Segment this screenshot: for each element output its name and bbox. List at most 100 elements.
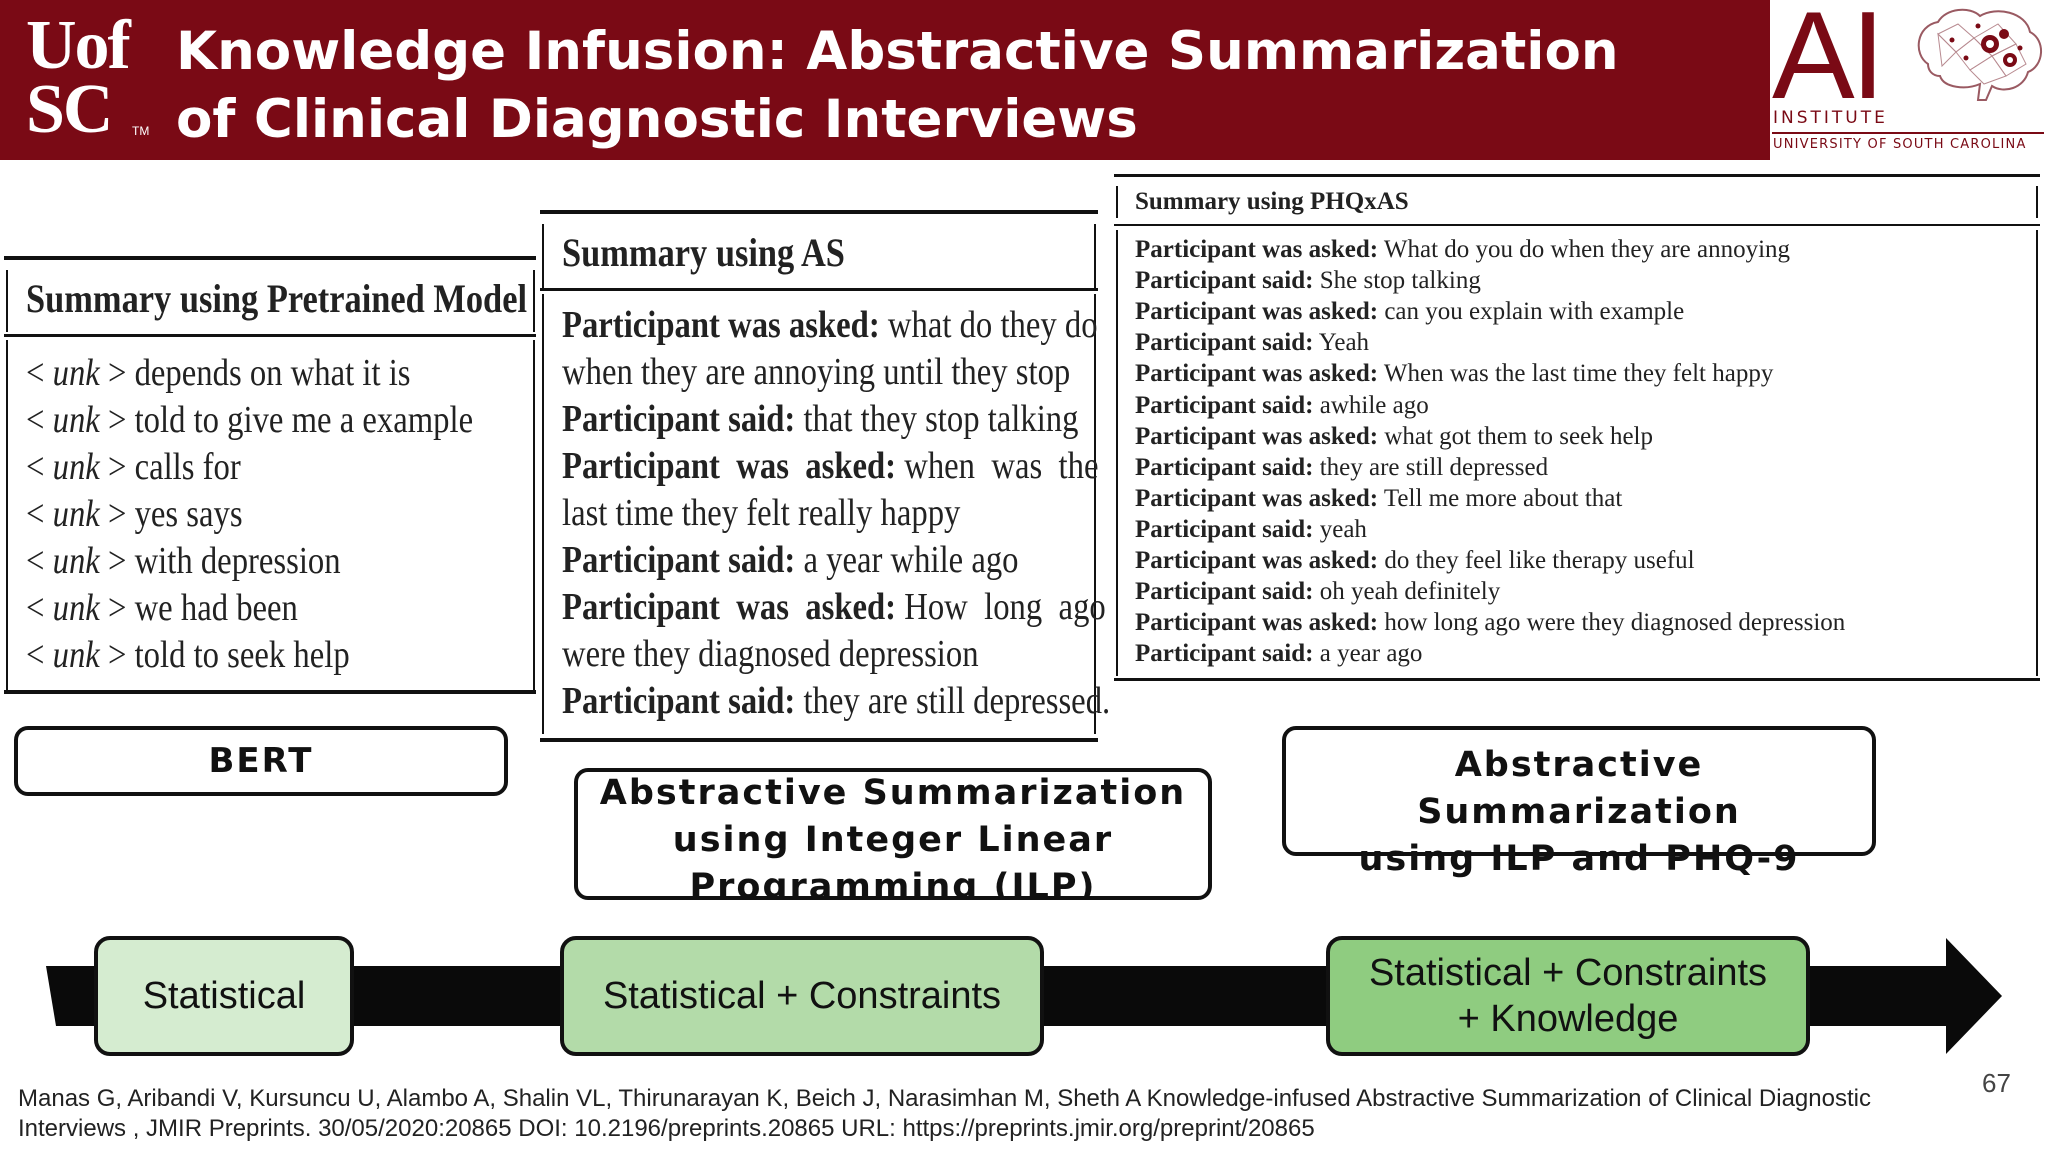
ilp-label-line-3: Programming (ILP) xyxy=(689,867,1097,900)
line-text: what do they do xyxy=(887,304,1098,346)
line-text: What do you do when they are annoying xyxy=(1383,236,1791,263)
line-text: a year while ago xyxy=(803,539,1019,581)
speaker-label: Participant was asked: xyxy=(562,304,880,346)
row-text: we had been xyxy=(134,587,298,629)
table-line: Participant was asked: How long ago xyxy=(562,584,1106,630)
table-line: Participant said: She stop talking xyxy=(1135,265,1481,296)
table-bottom-rule xyxy=(1114,678,2040,681)
table-line: Participant said: Yeah xyxy=(1135,327,1369,358)
table-bottom-rule xyxy=(4,690,536,694)
bert-label: BERT xyxy=(14,726,508,796)
stage-knowledge-label-line-1: Statistical + Constraints xyxy=(1368,952,1768,994)
line-text: Yeah xyxy=(1318,329,1370,357)
line-text: what got them to seek help xyxy=(1384,422,1654,450)
brain-gears-icon xyxy=(1917,8,2042,101)
speaker-label: Participant said: xyxy=(562,680,796,722)
line-text: that they stop talking xyxy=(803,398,1079,440)
table-header-rule xyxy=(1114,224,2040,226)
speaker-label: Participant said: xyxy=(1135,329,1314,357)
row-text: told to give me a example xyxy=(134,399,474,441)
table-row: < unk > told to seek help xyxy=(26,634,350,676)
line-text: When was the last time they felt happy xyxy=(1383,360,1774,388)
speaker-label: Participant said: xyxy=(1135,267,1314,295)
logo-line-2: SC xyxy=(26,71,113,148)
table-row: < unk > depends on what it is xyxy=(26,352,411,394)
speaker-label: Participant was asked: xyxy=(1135,360,1379,388)
uofsc-logo-text: Uof SC xyxy=(26,7,156,148)
phq-label-line-1: Abstractive Summarization xyxy=(1417,745,1741,832)
table-line: when they are annoying until they stop xyxy=(562,349,1070,395)
page-number: 67 xyxy=(1982,1068,2011,1098)
phq-label: Abstractive Summarization using ILP and … xyxy=(1282,726,1876,879)
ai-logo-institute: INSTITUTE xyxy=(1773,108,1888,128)
speaker-label: Participant was asked: xyxy=(1135,236,1379,263)
table-left-rule xyxy=(6,270,8,332)
table-line: were they diagnosed depression xyxy=(562,631,979,677)
line-text: do they feel like therapy useful xyxy=(1384,547,1695,574)
speaker-label: Participant was asked: xyxy=(1135,422,1379,450)
table-line: last time they felt really happy xyxy=(562,490,960,536)
table-line: Participant said: a year ago xyxy=(1135,638,1422,669)
line-text: yeah xyxy=(1319,515,1367,543)
unknown-token: unk xyxy=(52,352,100,394)
table-right-rule xyxy=(533,270,535,332)
logo-trademark: TM xyxy=(132,124,150,138)
table-left-rule xyxy=(1116,230,1118,676)
table-line: Participant said: that they stop talking xyxy=(562,396,1078,442)
ai-logo-letters: AI xyxy=(1772,0,1885,125)
slide-title: Knowledge Infusion: Abstractive Summariz… xyxy=(176,18,1726,154)
speaker-label: Participant said: xyxy=(1135,391,1314,419)
speaker-label: Participant said: xyxy=(1135,578,1314,606)
table-line: Participant said: oh yeah definitely xyxy=(1135,576,1500,607)
table-line: Participant said: awhile ago xyxy=(1135,390,1429,421)
unknown-token: unk xyxy=(52,587,100,629)
table-right-rule xyxy=(1094,224,1096,288)
table-row: < unk > yes says xyxy=(26,493,243,535)
stage-statistical-label: Statistical xyxy=(142,975,306,1017)
line-text: when they are annoying until they stop xyxy=(562,351,1071,393)
line-text: a year ago xyxy=(1319,640,1423,668)
table-right-rule xyxy=(533,340,535,690)
table-line: Participant was asked: do they feel like… xyxy=(1135,545,1695,576)
line-text: when was the xyxy=(904,445,1099,487)
stage-statistical: Statistical xyxy=(94,936,354,1056)
unknown-token: unk xyxy=(52,493,100,535)
speaker-label: Participant said: xyxy=(562,539,796,581)
table-row: < unk > with depression xyxy=(26,540,341,582)
logo-line-1: Uof xyxy=(26,7,131,84)
line-text: they are still depressed. xyxy=(803,680,1111,722)
table-right-rule xyxy=(2036,186,2038,218)
speaker-label: Participant said: xyxy=(562,398,796,440)
speaker-label: Participant was asked: xyxy=(1135,298,1379,326)
ilp-label-line-1: Abstractive Summarization xyxy=(599,773,1187,813)
speaker-label: Participant said: xyxy=(1135,515,1314,543)
table-right-rule xyxy=(2036,230,2038,676)
speaker-label: Participant said: xyxy=(1135,453,1314,481)
table-row: < unk > told to give me a example xyxy=(26,399,474,441)
line-text: they are still depressed xyxy=(1319,453,1549,481)
table-left-rule xyxy=(542,224,544,288)
row-text: calls for xyxy=(134,446,241,488)
table-line: Participant was asked: Tell me more abou… xyxy=(1135,483,1622,514)
table-line: Participant said: yeah xyxy=(1135,514,1367,545)
stage-statistical-constraints-knowledge: Statistical + Constraints + Knowledge xyxy=(1326,936,1810,1056)
line-text: oh yeah definitely xyxy=(1319,578,1501,606)
table-line: Participant was asked: what do they do xyxy=(562,302,1098,348)
table-top-rule xyxy=(4,256,536,260)
table-heading: Summary using AS xyxy=(562,230,845,275)
line-text: can you explain with example xyxy=(1384,298,1685,326)
ai-logo-university: UNIVERSITY OF SOUTH CAROLINA xyxy=(1773,137,2027,152)
table-heading: Summary using PHQxAS xyxy=(1135,188,1409,215)
table-line: Participant was asked: what got them to … xyxy=(1135,421,1653,452)
table-header-rule xyxy=(4,334,536,337)
table-top-rule xyxy=(540,210,1098,214)
title-line-1: Knowledge Infusion: Abstractive Summariz… xyxy=(176,21,1619,82)
table-header-rule xyxy=(540,288,1098,291)
table-left-rule xyxy=(1116,186,1118,218)
ai-logo-divider xyxy=(1772,132,2044,134)
line-text: last time they felt really happy xyxy=(562,492,961,534)
table-top-rule xyxy=(1114,174,2040,177)
row-text: with depression xyxy=(134,540,341,582)
stage-statistical-constraints: Statistical + Constraints xyxy=(560,936,1044,1056)
table-line: Participant said: they are still depress… xyxy=(1135,452,1548,483)
